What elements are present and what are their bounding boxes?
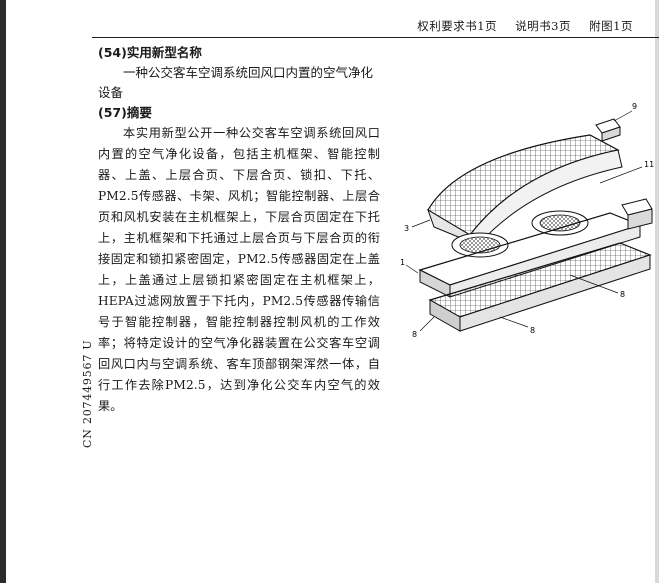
publication-number: CN 207449567 U <box>81 339 94 449</box>
figure-label-8b: 8 <box>412 330 417 339</box>
figure-label-8a: 8 <box>620 290 625 299</box>
header-item-claims: 权利要求书1页 <box>417 19 498 33</box>
figure-label-8c: 8 <box>530 326 535 335</box>
header-rule <box>92 37 659 38</box>
main-content: (54)实用新型名称 一种公交客车空调系统回风口内置的空气净化设备 (57)摘要… <box>98 43 380 417</box>
header-item-drawings: 附图1页 <box>589 19 633 33</box>
leader-lines <box>405 110 643 332</box>
device-drawing: 9 11 3 1 8 8 8 <box>400 102 654 339</box>
figure-label-9: 9 <box>632 102 637 111</box>
fan-left <box>451 232 509 258</box>
page-header: 权利要求书1页 说明书3页 附图1页 <box>403 18 633 34</box>
abstract-heading: (57)摘要 <box>98 105 152 120</box>
abstract-text: 本实用新型公开一种公交客车空调系统回风口内置的空气净化设备，包括主机框架、智能控… <box>98 126 380 413</box>
sensor-block <box>595 118 621 142</box>
utility-model-name-heading: (54)实用新型名称 <box>98 45 202 60</box>
lower-tray <box>428 242 652 332</box>
figure-label-3: 3 <box>404 224 409 233</box>
figure-label-1: 1 <box>400 258 405 267</box>
fan-right <box>531 210 589 236</box>
header-item-description: 说明书3页 <box>515 19 572 33</box>
utility-model-name-text: 一种公交客车空调系统回风口内置的空气净化设备 <box>98 65 374 100</box>
page-edge-right <box>655 0 659 583</box>
page-edge-left <box>0 0 6 583</box>
upper-cover <box>427 134 623 247</box>
side-bracket <box>621 198 653 230</box>
figure-label-11: 11 <box>644 160 654 169</box>
